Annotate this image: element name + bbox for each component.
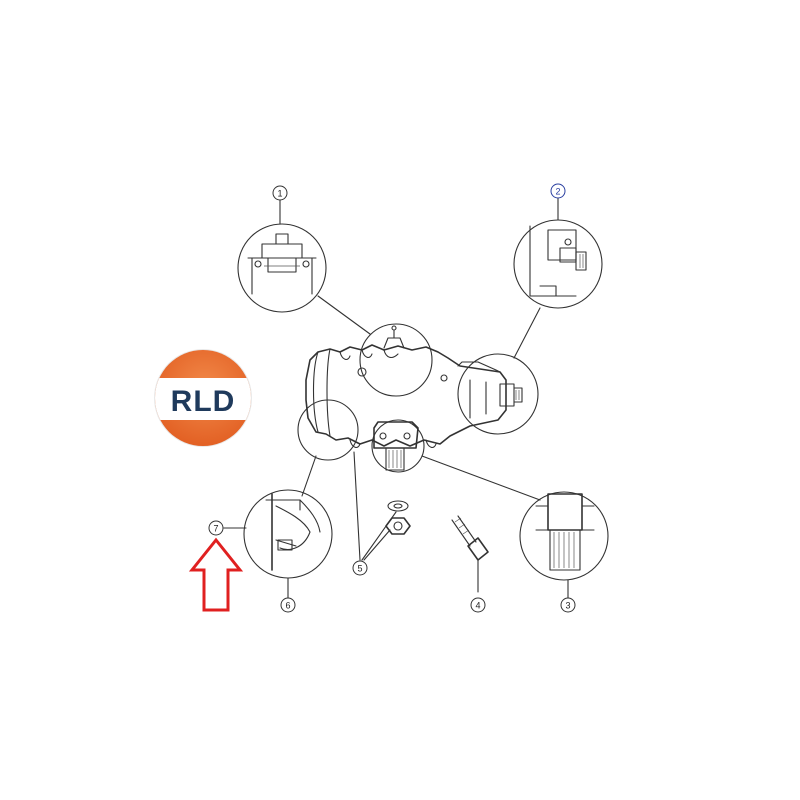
callout-1: 1 [272, 185, 288, 201]
svg-text:4: 4 [475, 601, 480, 611]
detail-view-3 [519, 491, 609, 581]
steering-gear-housing [305, 325, 523, 471]
callout-2: 2 [550, 183, 566, 199]
leader-line-2 [513, 307, 541, 359]
up-arrow-icon [188, 537, 244, 612]
detail-view-6 [243, 489, 333, 579]
bolt-part-4 [451, 515, 489, 593]
rld-logo: RLD [154, 349, 252, 447]
svg-text:7: 7 [213, 524, 218, 534]
callout-4: 4 [470, 597, 486, 613]
highlight-circle-top [359, 323, 433, 397]
detail-view-1 [237, 223, 327, 313]
leader-line-3 [421, 455, 541, 501]
washer-nut-part-5 [353, 451, 411, 561]
leader-line-6 [301, 455, 317, 497]
svg-text:1: 1 [277, 189, 282, 199]
highlight-circle-bottom [371, 419, 425, 473]
callout-5: 5 [352, 560, 368, 576]
callout-3: 3 [560, 597, 576, 613]
logo-text: RLD [171, 385, 236, 418]
highlight-circle-left [297, 399, 359, 461]
svg-text:3: 3 [565, 601, 570, 611]
callout-6: 6 [280, 597, 296, 613]
callout-7: 7 [208, 520, 224, 536]
svg-text:5: 5 [357, 564, 362, 574]
detail-view-2 [513, 219, 603, 309]
svg-text:6: 6 [285, 601, 290, 611]
leader-line-1 [317, 295, 371, 335]
svg-text:2: 2 [555, 187, 560, 197]
highlight-circle-right [457, 353, 539, 435]
